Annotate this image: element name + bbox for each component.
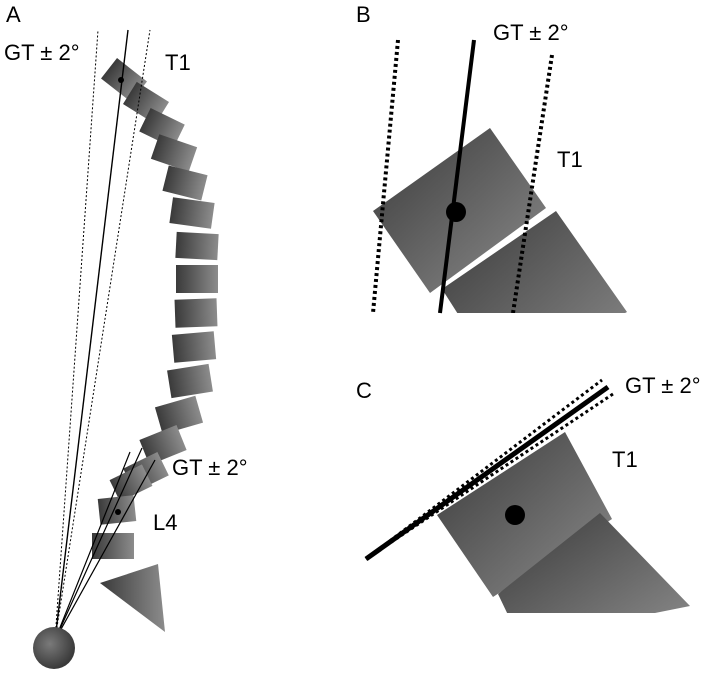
vertebra-10: [171, 331, 217, 363]
top-gt-bound-left: [54, 29, 99, 641]
top-gt-line: [54, 29, 129, 641]
vertebra-7: [175, 231, 219, 261]
vertebra-8: [176, 265, 218, 293]
t1-centroid-dot: [118, 77, 124, 83]
vertebra-3: [139, 107, 185, 149]
sacrum-wedge: [100, 564, 165, 632]
l4-centroid-dot: [115, 509, 121, 515]
panel-b-gt-line: [438, 39, 476, 314]
vertebra-5: [162, 165, 208, 201]
panel-a-l4-label: L4: [153, 510, 177, 535]
panel-b: B GT ± 2° T1: [356, 2, 627, 314]
vertebra-11: [167, 363, 213, 399]
panel-a: A GT ± 2° T1 GT ± 2° L4: [4, 2, 248, 669]
vertebra-9: [174, 298, 218, 328]
panel-b-gt-bound-right: [511, 54, 554, 313]
panel-c-t1-label: T1: [612, 447, 638, 472]
panel-a-t1-label: T1: [165, 50, 191, 75]
vertebra-15: [109, 464, 153, 502]
top-gt-bound-right: [54, 29, 151, 641]
panel-b-t1-label: T1: [557, 147, 583, 172]
panel-b-centroid-dot: [446, 202, 466, 222]
panel-a-letter: A: [6, 2, 21, 27]
vertebra-4: [150, 134, 198, 172]
vertebra-6: [169, 197, 215, 229]
panel-b-gt-label: GT ± 2°: [493, 20, 569, 45]
c-t2-vertebra-zoom: [498, 513, 690, 613]
panel-c-letter: C: [356, 378, 372, 403]
lower-gt-bound-right: [54, 459, 156, 641]
vertebra-17: [92, 533, 134, 559]
lower-gt-line: [54, 447, 143, 641]
panel-a-lower-gt-label: GT ± 2°: [172, 455, 248, 480]
vertebra-column: [92, 58, 219, 559]
t2-vertebra-zoom: [442, 211, 627, 313]
panel-a-top-gt-label: GT ± 2°: [4, 40, 80, 65]
panel-c-centroid-dot: [505, 505, 525, 525]
panel-b-letter: B: [356, 2, 371, 27]
panel-c-gt-label: GT ± 2°: [625, 373, 701, 398]
vertebra-12: [154, 395, 204, 435]
panel-c: C GT ± 2° T1: [356, 373, 701, 613]
femoral-head-ball: [33, 627, 75, 669]
panel-b-gt-bound-left: [371, 39, 400, 313]
panel-c-gt-line: [364, 384, 610, 562]
lower-gt-bound-left: [54, 451, 131, 641]
